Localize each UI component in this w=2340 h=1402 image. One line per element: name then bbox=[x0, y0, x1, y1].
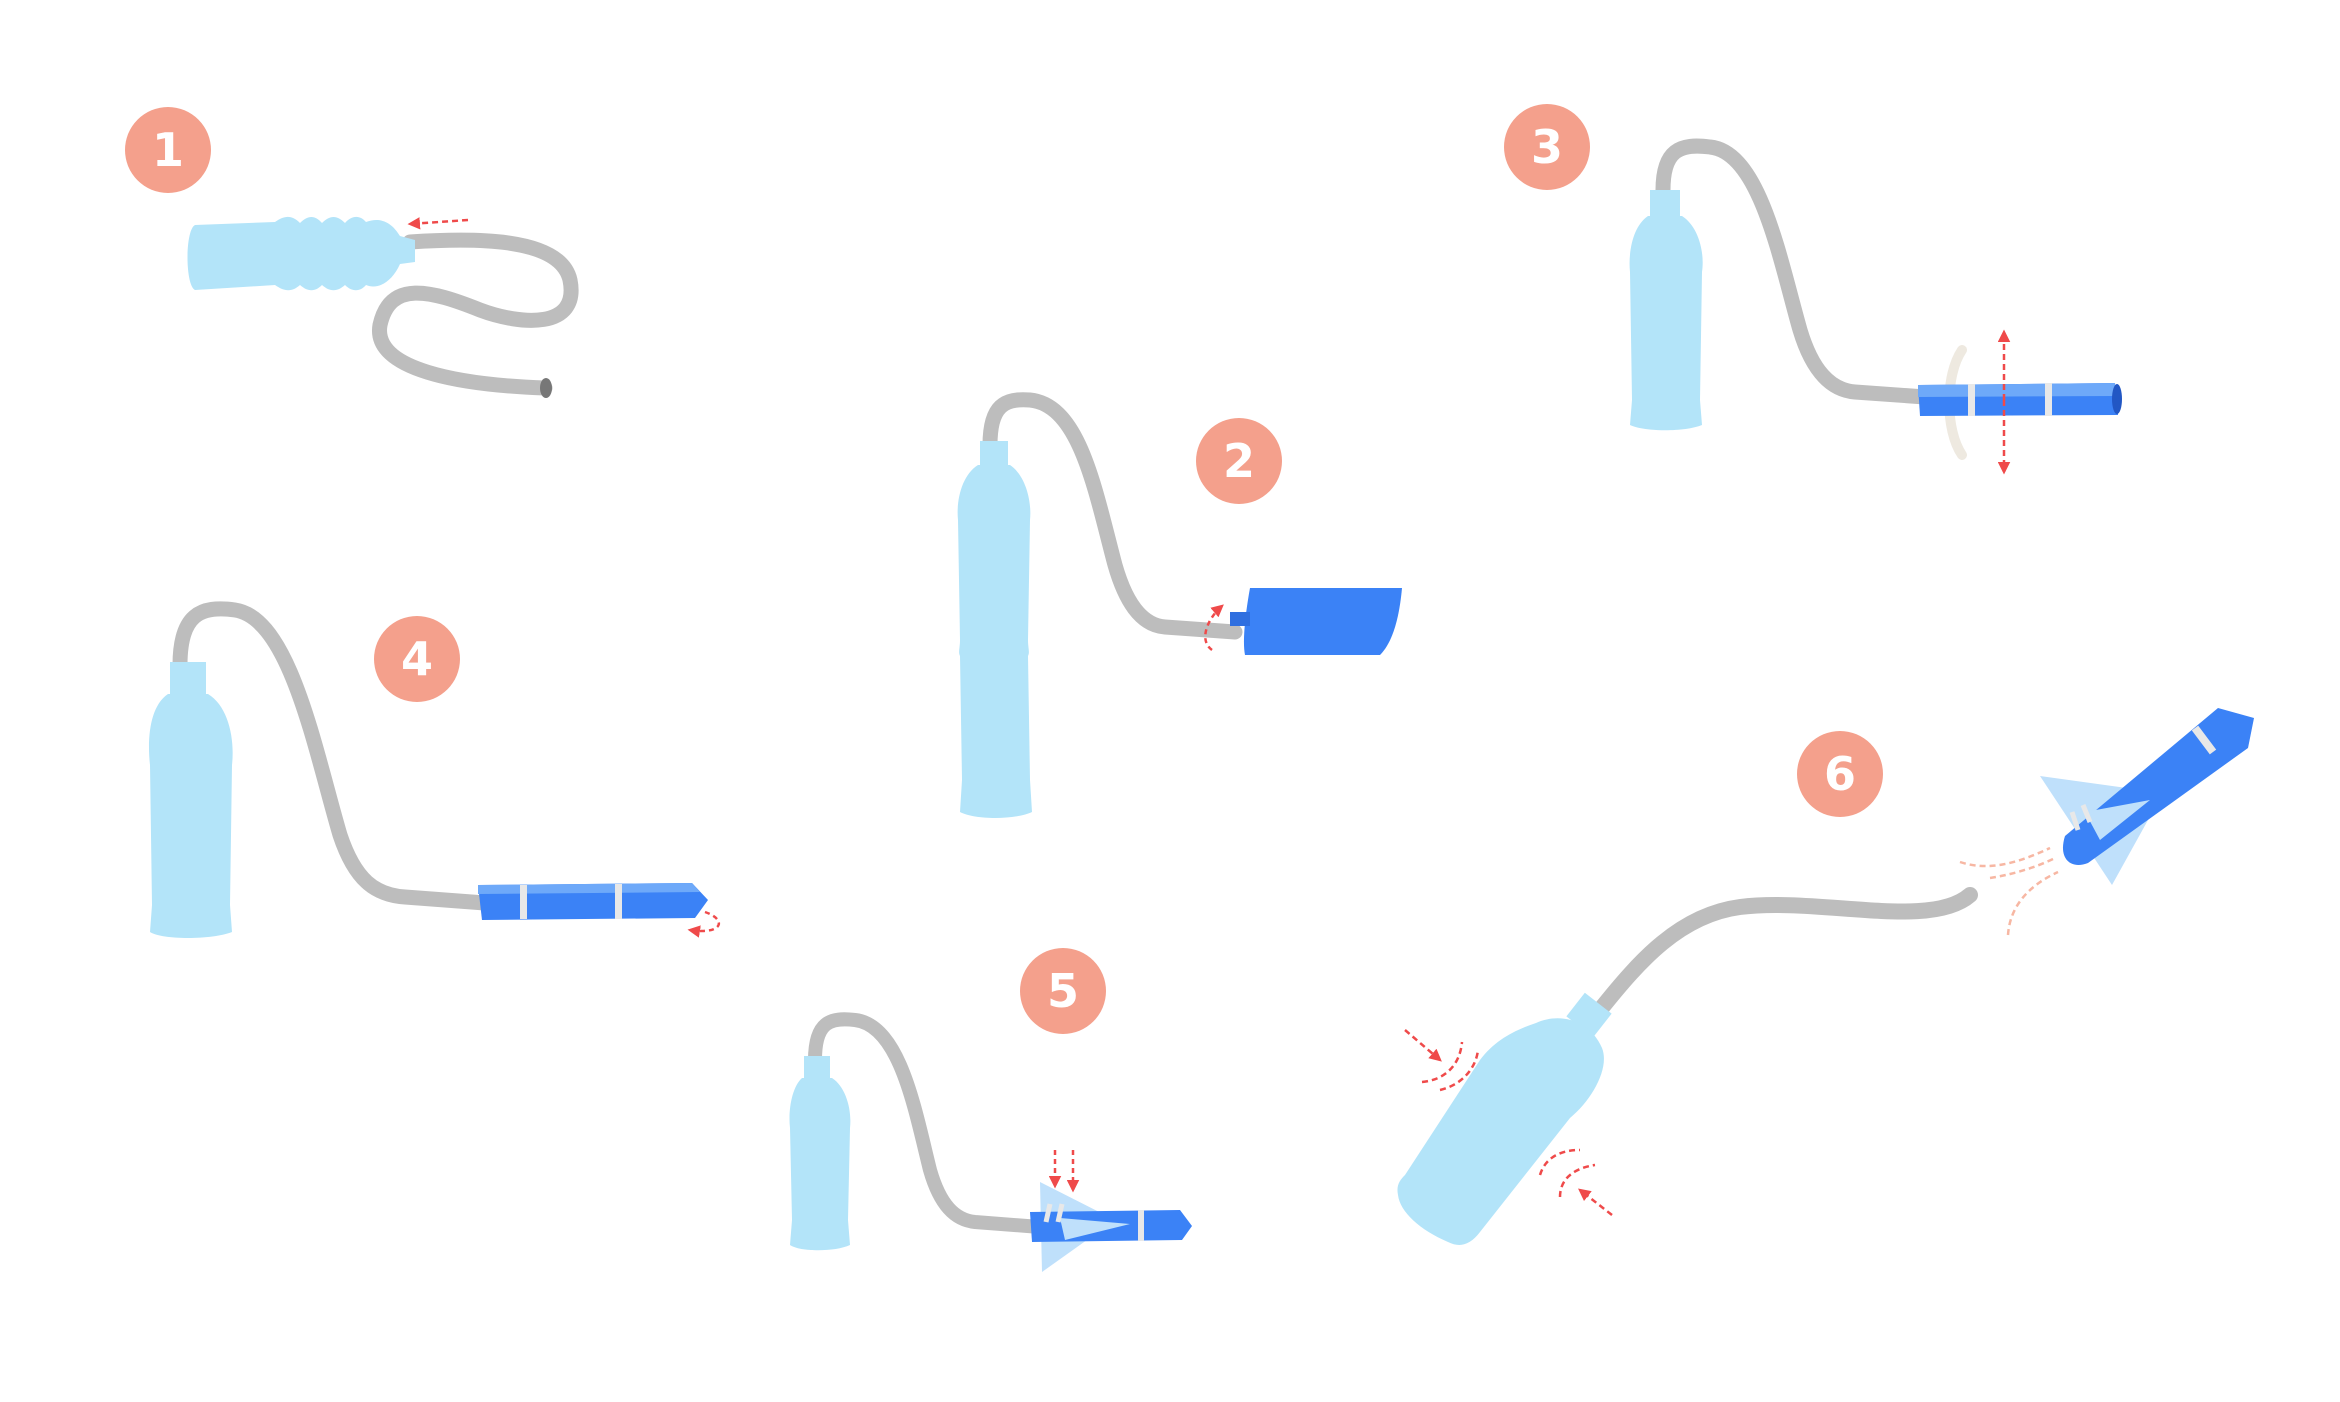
step-3-illustration bbox=[1629, 138, 2122, 475]
rocket-highlight-icon bbox=[478, 883, 700, 894]
rocket-fin-icon bbox=[1060, 1218, 1130, 1240]
step-6-illustration bbox=[1397, 708, 2254, 1245]
tape-band-icon bbox=[2191, 725, 2217, 755]
tube-icon bbox=[372, 232, 579, 396]
bottle-neck-icon bbox=[804, 1056, 830, 1078]
bottle-icon bbox=[789, 1078, 851, 1251]
step-number-6: 6 bbox=[1823, 747, 1856, 801]
step-badge-5: 5 bbox=[1020, 948, 1106, 1034]
squeeze-arc-icon bbox=[1439, 1049, 1480, 1092]
rocket-fin-icon bbox=[2085, 800, 2150, 840]
bottle-neck-icon bbox=[170, 662, 206, 694]
step-badge-1: 1 bbox=[125, 107, 211, 193]
step-number-2: 2 bbox=[1222, 434, 1255, 488]
tube-end-icon bbox=[540, 378, 552, 398]
air-flow-icon bbox=[2006, 870, 2059, 936]
tape-band-icon bbox=[1138, 1210, 1144, 1241]
tape-band-icon bbox=[615, 884, 622, 919]
squeeze-arc-icon bbox=[1421, 1041, 1464, 1084]
bottle-icon bbox=[148, 694, 233, 938]
tube-icon bbox=[982, 392, 1243, 640]
red-dashed-arrow-icon bbox=[1204, 604, 1224, 652]
step-number-1: 1 bbox=[151, 123, 184, 177]
step-number-5: 5 bbox=[1046, 964, 1079, 1018]
bottle-icon bbox=[187, 216, 415, 291]
bottle-icon bbox=[1397, 1018, 1604, 1245]
red-dashed-arrow-icon bbox=[1404, 1029, 1442, 1062]
step-badge-2: 2 bbox=[1196, 418, 1282, 504]
squeeze-arc-icon bbox=[1558, 1163, 1596, 1198]
step-5-illustration bbox=[789, 1012, 1192, 1272]
bottle-neck-icon bbox=[980, 441, 1008, 465]
tape-mark-icon bbox=[2069, 804, 2093, 831]
rocket-core-icon bbox=[1230, 612, 1250, 626]
rocket-highlight-icon bbox=[1918, 383, 2115, 397]
air-flow-icon bbox=[1959, 846, 2051, 868]
step-2-illustration bbox=[957, 392, 1402, 818]
bottle-neck-icon bbox=[1650, 190, 1680, 216]
step-1-illustration bbox=[187, 216, 579, 398]
bottle-icon bbox=[1629, 216, 1703, 431]
tape-mark-icon bbox=[1043, 1203, 1065, 1223]
red-dashed-arrow-icon bbox=[1578, 1188, 1613, 1216]
air-flow-icon bbox=[1989, 856, 2056, 880]
tube-end-icon bbox=[2112, 384, 2122, 414]
tube-icon bbox=[172, 601, 493, 911]
step-number-4: 4 bbox=[400, 632, 433, 686]
tube-icon bbox=[808, 1012, 1047, 1234]
step-badge-4: 4 bbox=[374, 616, 460, 702]
tape-band-icon bbox=[2045, 383, 2052, 416]
tube-icon bbox=[1592, 887, 1978, 1018]
red-dashed-arrow-icon bbox=[407, 217, 469, 230]
step-badge-6: 6 bbox=[1797, 731, 1883, 817]
tape-band-icon bbox=[1968, 384, 1975, 416]
red-dashed-arrow-icon bbox=[687, 910, 720, 938]
bottle-neck-icon bbox=[1566, 992, 1612, 1038]
paper-sheet-icon bbox=[1243, 588, 1402, 655]
squeeze-arc-icon bbox=[1538, 1148, 1581, 1176]
tape-band-icon bbox=[520, 885, 527, 919]
step-4-illustration bbox=[148, 601, 720, 938]
bottle-icon bbox=[957, 465, 1032, 818]
step-number-3: 3 bbox=[1530, 120, 1563, 174]
step-badge-3: 3 bbox=[1504, 104, 1590, 190]
tube-icon bbox=[1655, 138, 1933, 405]
